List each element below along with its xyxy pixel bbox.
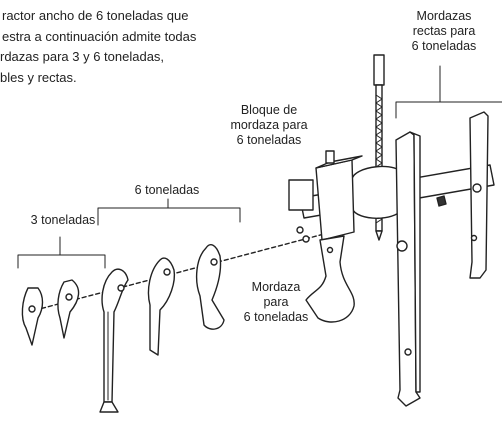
- jaw-3-ton-b: [57, 279, 80, 339]
- jaw-6-ton-mid: [147, 257, 176, 356]
- jaw-6-ton-under-block: [305, 235, 355, 323]
- label-straight-jaws: Mordazas rectas para 6 toneladas: [386, 9, 502, 54]
- intro-line: ractor ancho de 6 toneladas que: [2, 8, 189, 23]
- straight-jaw-front: [395, 131, 421, 407]
- label-line: 6 toneladas: [236, 133, 302, 147]
- bracket-6-ton: [97, 207, 241, 226]
- straight-jaw-back: [469, 111, 489, 279]
- jaw-6-ton-long: [99, 268, 129, 413]
- intro-line: bles y rectas.: [0, 69, 77, 85]
- label-line: 6 toneladas: [411, 39, 477, 53]
- label-line: 6 toneladas: [243, 310, 309, 324]
- intro-line: estra a continuación admite todas: [2, 28, 197, 44]
- label-6-ton: 6 toneladas: [134, 183, 200, 197]
- label-line: rectas para: [412, 24, 476, 38]
- bracket-straight-jaws: [395, 101, 502, 119]
- bracket-3-ton: [17, 254, 106, 269]
- intro-line: rdazas para 3 y 6 toneladas,: [0, 49, 165, 64]
- label-line: Bloque de: [240, 103, 298, 117]
- jaw-3-ton-a: [21, 287, 44, 346]
- intro-paragraph: ractor ancho de 6 toneladas que estra a …: [0, 6, 300, 88]
- label-3-ton: 3 toneladas: [30, 213, 96, 227]
- label-jaw-block: Bloque de mordaza para 6 toneladas: [218, 103, 320, 148]
- beam-bolt: [436, 195, 447, 207]
- label-line: para: [263, 295, 289, 309]
- label-jaw-6-ton: Mordaza para 6 toneladas: [226, 280, 326, 325]
- jaw-6-ton-curved: [195, 244, 225, 330]
- label-line: mordaza para: [230, 118, 308, 132]
- label-line: Mordaza: [251, 280, 301, 294]
- jaw-block: [288, 150, 363, 243]
- label-line: Mordazas: [416, 9, 472, 23]
